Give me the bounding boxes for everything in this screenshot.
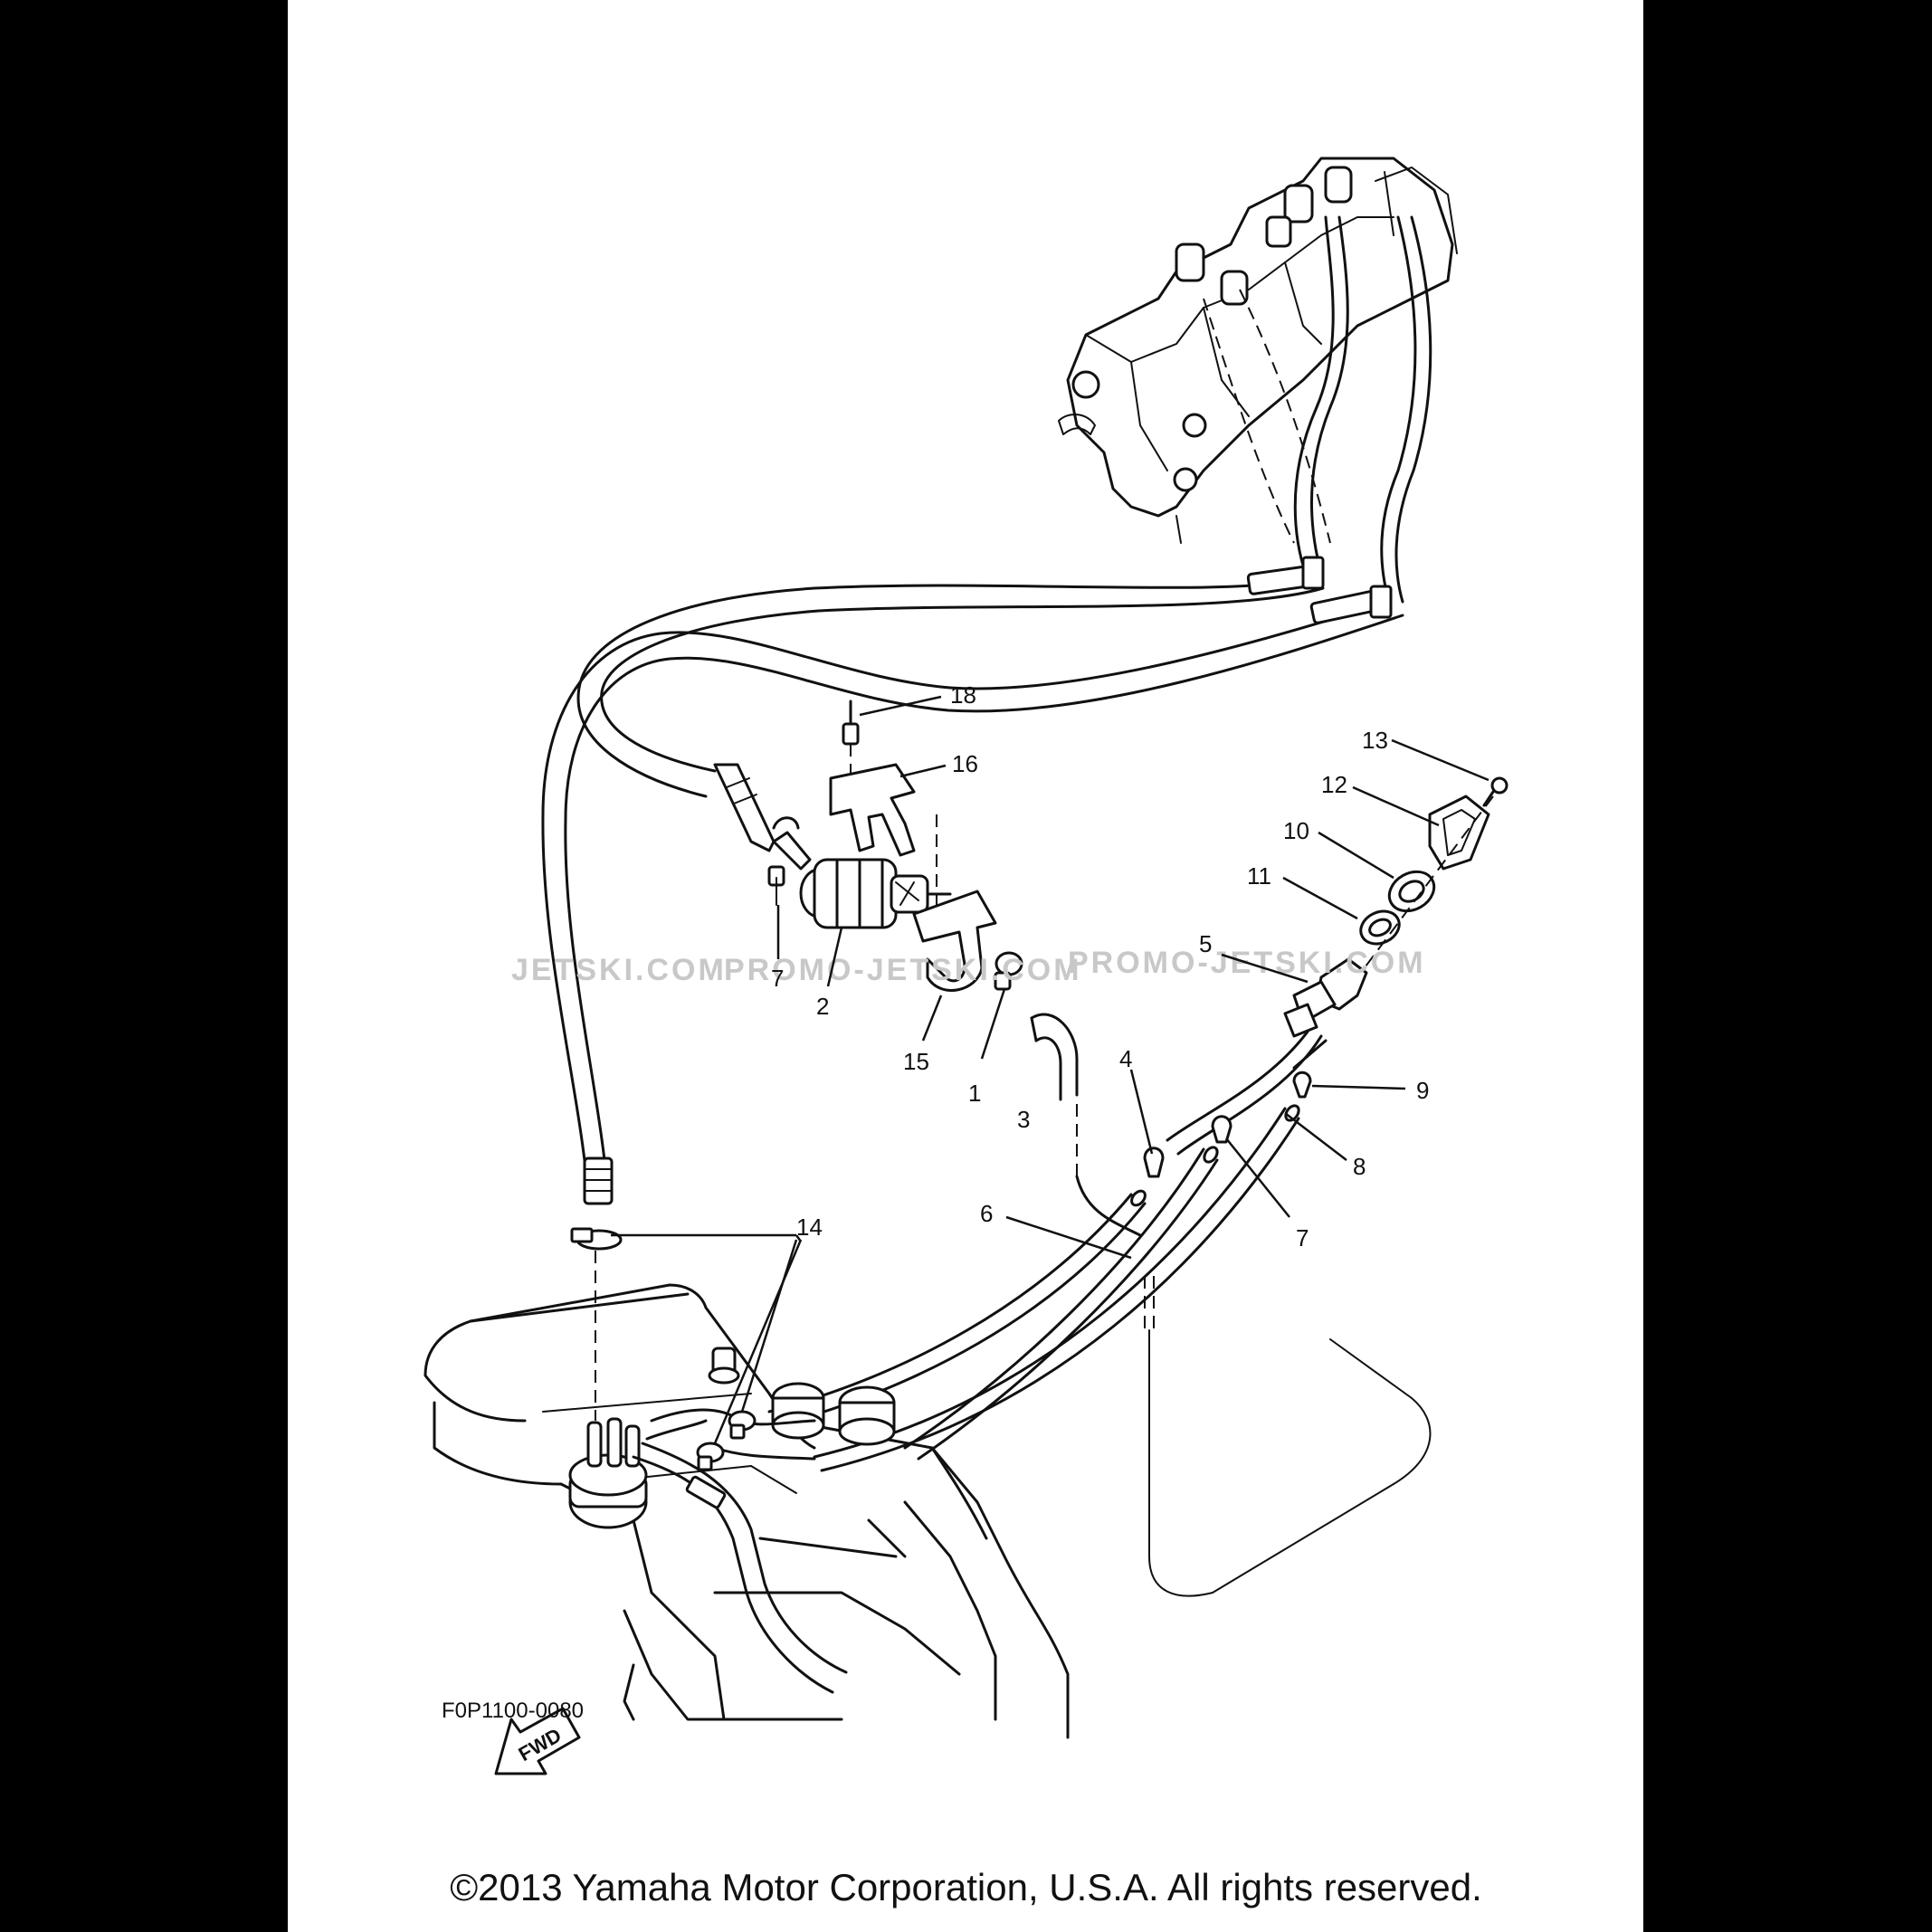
clamp-14-lower [696, 1410, 757, 1471]
watermark-1: JETSKI.COM [511, 953, 727, 987]
callout-13: 13 [1362, 727, 1388, 754]
watermark-2: PROMO-JETSKI.COM [724, 953, 1082, 987]
plate-12 [1428, 795, 1490, 871]
callout-1: 1 [968, 1080, 981, 1107]
callout-4: 4 [1119, 1045, 1132, 1072]
callout-8: 8 [1353, 1153, 1366, 1180]
clamp-7 [1211, 1115, 1232, 1144]
copyright-notice: ©2013 Yamaha Motor Corporation, U.S.A. A… [450, 1866, 1482, 1908]
hose-fitting-upper [1246, 556, 1393, 624]
grommet-10 [1387, 870, 1436, 913]
washer-11 [1359, 909, 1401, 946]
callout-2: 2 [816, 993, 829, 1020]
vent-hoses [767, 1104, 1432, 1597]
callout-18: 18 [950, 681, 976, 709]
tank-port-caps [708, 1347, 896, 1446]
callout-12: 12 [1321, 771, 1347, 798]
callout-7-left: 7 [771, 965, 784, 992]
fuel-filter-2 [799, 858, 952, 929]
clamp-14-upper [570, 1227, 623, 1421]
drawing-code: F0P1100-0080 [442, 1699, 584, 1723]
callout-3: 3 [1017, 1106, 1030, 1133]
holder-15 [912, 890, 997, 992]
clip-17 [767, 816, 800, 906]
fuel-tank [424, 1227, 1070, 1739]
filler-cap-assembly [1166, 776, 1508, 1156]
screw-13 [1482, 776, 1508, 807]
callout-5: 5 [1199, 930, 1212, 957]
fuel-hoses [541, 215, 1432, 1205]
fitting-5 [1283, 957, 1368, 1038]
callout-7-right: 7 [1296, 1224, 1309, 1252]
bracket-16 [829, 763, 916, 857]
carburetor-assembly [1058, 157, 1458, 544]
callout-6: 6 [980, 1200, 993, 1227]
callout-labels: 18 16 13 12 10 11 5 9 8 7 4 6 1 3 2 7 15… [771, 681, 1429, 1252]
leader-lines [611, 695, 1489, 1444]
callout-9: 9 [1416, 1077, 1429, 1104]
hose-end-filter [713, 763, 776, 852]
callout-10: 10 [1283, 817, 1309, 844]
forward-direction-arrow: FWD [494, 1707, 581, 1775]
fuel-pump-unit [568, 1417, 848, 1694]
clamp-1 [994, 951, 1023, 991]
fuel-filter-assembly [767, 700, 1079, 1176]
clamp-4 [1143, 1147, 1165, 1178]
hose-3 [1030, 1013, 1079, 1097]
callout-11: 11 [1247, 862, 1271, 890]
callout-16: 16 [952, 750, 978, 777]
screw-18 [842, 700, 860, 778]
callout-14: 14 [796, 1213, 823, 1241]
callout-15: 15 [903, 1048, 929, 1075]
clamp-9 [1292, 1071, 1312, 1099]
